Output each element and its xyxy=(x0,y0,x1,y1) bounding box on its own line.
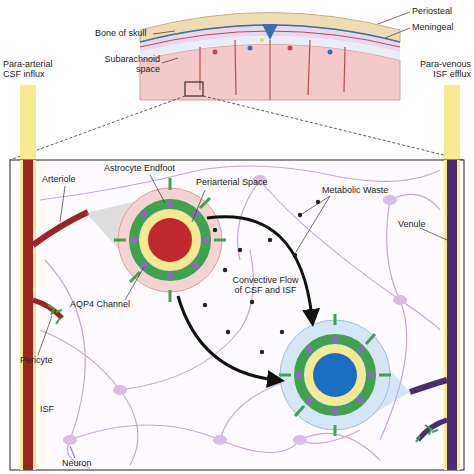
waste-dot xyxy=(203,303,207,307)
waste-dot xyxy=(238,248,242,252)
part-label: Bone of skull xyxy=(95,29,147,39)
waste-dot xyxy=(223,268,227,272)
flow-label: Para-arterial CSF influx xyxy=(3,60,65,80)
neuron-process xyxy=(40,166,440,200)
csf-influx-bar xyxy=(20,85,36,470)
neuron-process xyxy=(260,180,440,330)
aqp4-channel xyxy=(192,262,199,269)
aqp4-channel xyxy=(167,273,174,280)
neuron-body xyxy=(63,435,77,445)
aqp4-channel xyxy=(131,237,138,244)
venule-vessel xyxy=(447,160,457,470)
arteriole-vessel xyxy=(23,160,33,470)
aqp4-channel xyxy=(141,211,148,218)
aqp4-channel xyxy=(203,237,210,244)
flow-label: Para-venous ISF efflux xyxy=(409,60,471,80)
space-label: Periarterial Space xyxy=(196,178,268,188)
neuron-network xyxy=(40,166,440,468)
neuron-process xyxy=(238,180,441,260)
waste-label: Metabolic Waste xyxy=(322,186,388,196)
vessel-dot xyxy=(213,50,218,55)
waste-dot xyxy=(260,350,264,354)
aqp4-channel xyxy=(296,372,303,379)
aqp4-channel xyxy=(332,336,339,343)
neuron-body xyxy=(393,295,407,305)
leader-lines xyxy=(153,12,410,63)
aqp4-channels xyxy=(131,201,210,280)
waste-dot xyxy=(268,238,272,242)
astrocyte-process xyxy=(279,314,391,436)
astrocyte-endfoot-ring xyxy=(299,339,371,411)
cell-label: Astrocyte Endfoot xyxy=(104,164,175,174)
venule-branch xyxy=(418,420,447,440)
aqp4-channel xyxy=(167,201,174,208)
metabolic-waste xyxy=(203,200,320,354)
vessel-dot xyxy=(248,46,253,51)
aqp4-channel xyxy=(192,211,199,218)
aqp4-channel xyxy=(357,397,364,404)
neuron-body xyxy=(293,435,307,445)
aqp4-channel xyxy=(141,262,148,269)
arteriole-lumen xyxy=(148,218,192,262)
waste-dot xyxy=(280,330,284,334)
neuron-body xyxy=(213,435,227,445)
isf-efflux-bar xyxy=(444,160,460,470)
periosteal-line xyxy=(140,25,400,42)
aqp4-channel xyxy=(306,346,313,353)
vessel-label: Venule xyxy=(398,220,426,230)
periarterial-space xyxy=(140,210,200,270)
venous-sinus xyxy=(262,24,278,40)
waste-dot xyxy=(298,213,302,217)
vessel-label: Arteriole xyxy=(42,175,76,185)
aqp4-channels xyxy=(296,336,375,415)
flow-arrow xyxy=(207,217,312,318)
neuron-body xyxy=(113,385,127,395)
zoom-lines xyxy=(10,96,464,160)
zoom-box xyxy=(185,82,203,96)
aqp4-channel xyxy=(306,397,313,404)
vessel-dot xyxy=(288,46,293,51)
space-label: Subarachnoid space xyxy=(100,55,160,75)
waste-dot xyxy=(213,228,217,232)
waste-dot xyxy=(250,300,254,304)
penetrating-vessels xyxy=(200,40,345,95)
csf-influx-bar xyxy=(20,160,36,470)
skull-bone xyxy=(140,13,400,43)
aqp4-channel xyxy=(357,346,364,353)
zoom-panel xyxy=(10,160,464,470)
aqp4-channel xyxy=(368,372,375,379)
venule-branch xyxy=(410,380,447,392)
vessel-dot xyxy=(260,38,264,42)
isf-efflux-bar xyxy=(444,85,460,470)
aqp4-channel xyxy=(332,408,339,415)
perivenous-space xyxy=(305,345,365,405)
layer-label: Periosteal xyxy=(412,7,452,17)
neuron-body xyxy=(383,195,397,205)
arteriole-branch xyxy=(33,300,62,318)
cell-label: Pericyte xyxy=(20,356,53,366)
vessel-dot xyxy=(328,50,333,55)
astrocyte-process xyxy=(114,178,226,302)
leader-lines xyxy=(38,175,447,458)
pericyte xyxy=(416,425,438,442)
flow-label: Convective Flow of CSF and ISF xyxy=(228,276,303,296)
cell-label: Neuron xyxy=(62,459,92,469)
waste-dot xyxy=(226,330,230,334)
fluid-label: ISF xyxy=(40,405,54,415)
layer-label: Meningeal xyxy=(412,23,454,33)
channel-label: AQP4 Channel xyxy=(70,300,130,310)
fissure xyxy=(269,40,271,100)
venule-lumen xyxy=(313,353,357,397)
neuron-process xyxy=(40,330,138,465)
flow-arrow xyxy=(178,296,276,380)
